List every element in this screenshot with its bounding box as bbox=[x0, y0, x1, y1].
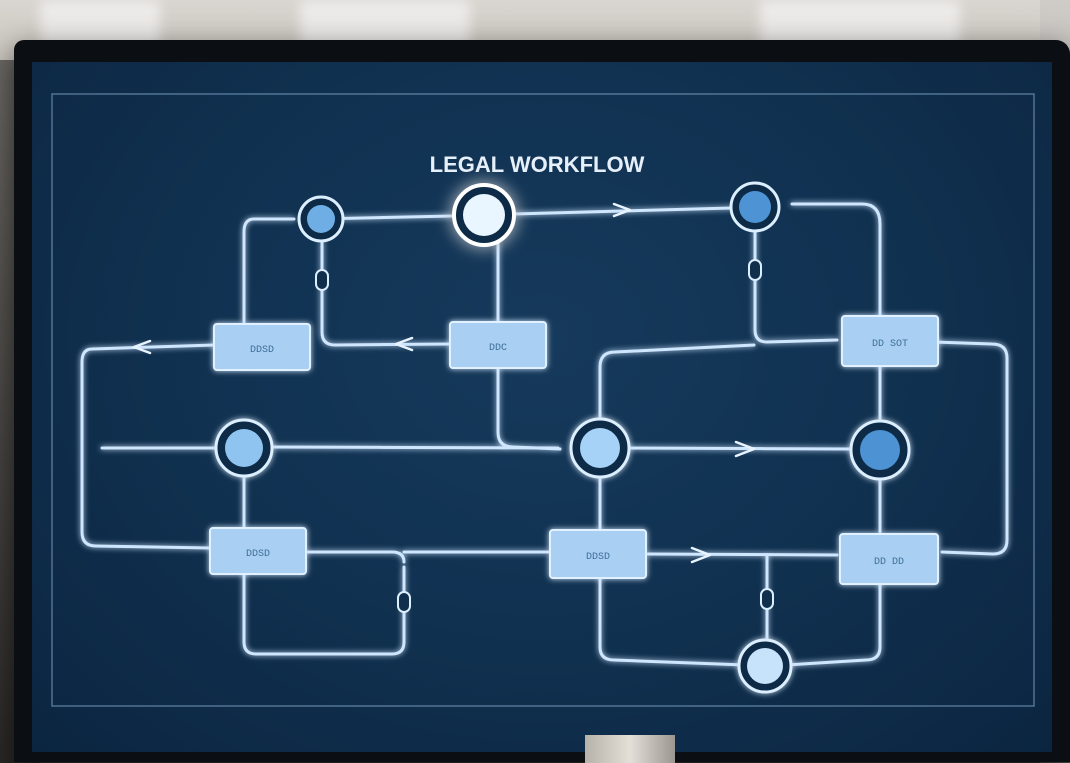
connector bbox=[646, 552, 839, 557]
screen-frame bbox=[51, 93, 1035, 707]
workflow-node bbox=[214, 418, 274, 478]
process-box: DDSD bbox=[549, 529, 647, 579]
box-label: DD DD bbox=[874, 557, 904, 568]
link-marker bbox=[760, 588, 774, 610]
connector bbox=[790, 202, 882, 326]
process-box: DDSD bbox=[209, 527, 307, 575]
workflow-node bbox=[569, 417, 631, 479]
diagram-title: LEGAL WORKFLOW bbox=[430, 152, 645, 177]
link-marker bbox=[748, 259, 762, 281]
process-box: DDSD bbox=[213, 323, 311, 371]
connector bbox=[496, 366, 562, 451]
connector bbox=[932, 340, 1009, 556]
workflow-node bbox=[737, 638, 793, 694]
connector bbox=[320, 240, 452, 347]
box-label: DD SOT bbox=[872, 339, 908, 350]
connector-lines bbox=[80, 202, 1009, 667]
workflow-node bbox=[729, 181, 781, 233]
monitor-screen: LEGAL WORKFLOW bbox=[32, 62, 1052, 752]
connector bbox=[598, 343, 756, 424]
process-boxes: DDSD DDC DD SOT DDSD DDSD bbox=[209, 315, 939, 585]
connector bbox=[242, 565, 406, 656]
box-label: DDSD bbox=[586, 552, 610, 563]
box-label: DDC bbox=[489, 343, 507, 354]
box-label: DDSD bbox=[250, 345, 274, 356]
connector bbox=[242, 217, 296, 324]
connector bbox=[304, 550, 406, 564]
arrow-right-icon bbox=[734, 440, 756, 458]
connector bbox=[80, 343, 216, 550]
connector bbox=[598, 572, 747, 667]
process-box: DD SOT bbox=[841, 315, 939, 367]
arrow-right-icon bbox=[612, 202, 632, 218]
workflow-nodes bbox=[214, 181, 911, 694]
connector bbox=[270, 445, 560, 450]
box-label: DDSD bbox=[246, 549, 270, 560]
workflow-node bbox=[297, 195, 345, 243]
workflow-node-active bbox=[452, 183, 516, 247]
connector bbox=[620, 446, 854, 451]
arrow-left-icon bbox=[394, 336, 414, 352]
connector bbox=[753, 228, 839, 344]
link-markers bbox=[315, 259, 774, 613]
connector bbox=[784, 578, 882, 667]
process-box: DD DD bbox=[839, 533, 939, 585]
process-box: DDC bbox=[449, 321, 547, 369]
workflow-node bbox=[849, 419, 911, 481]
arrow-right-icon bbox=[690, 546, 712, 564]
link-marker bbox=[315, 269, 329, 291]
workflow-diagram: LEGAL WORKFLOW bbox=[51, 93, 1035, 707]
arrow-left-icon bbox=[132, 339, 152, 355]
link-marker bbox=[397, 591, 411, 613]
monitor-bezel: LEGAL WORKFLOW bbox=[14, 40, 1070, 762]
monitor-stand bbox=[585, 735, 675, 763]
connector bbox=[512, 206, 734, 216]
arrow-heads bbox=[132, 202, 756, 564]
